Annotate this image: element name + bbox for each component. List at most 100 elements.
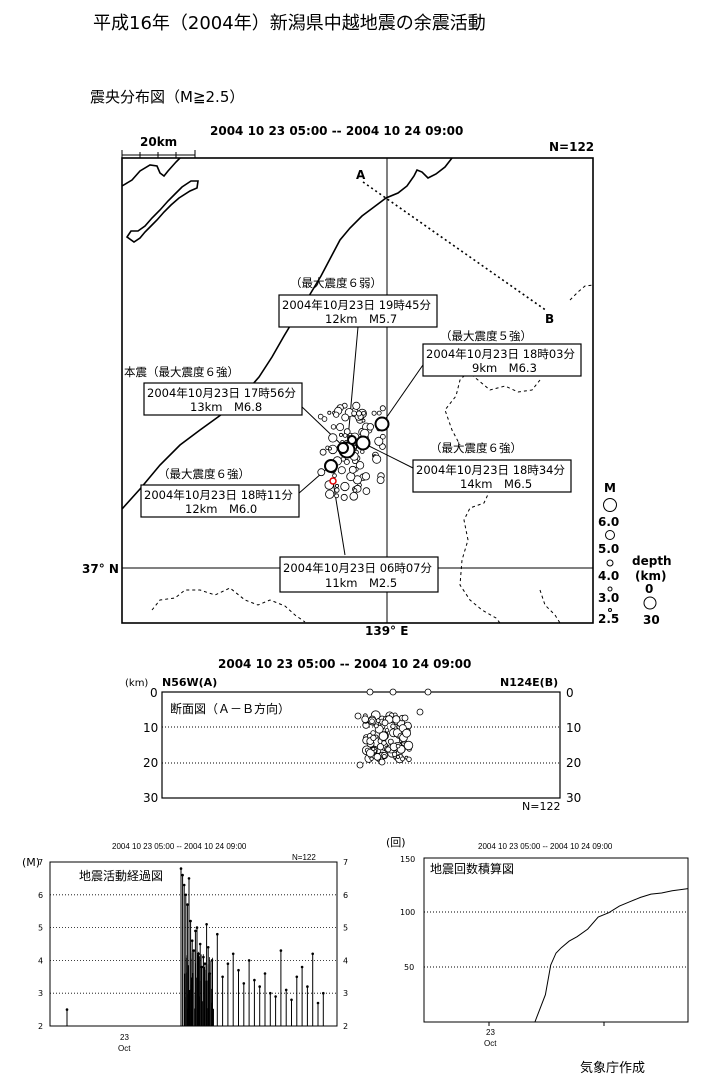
epicenter-point xyxy=(337,466,346,475)
major-epicenter xyxy=(355,435,371,451)
epicenter-point xyxy=(349,491,359,501)
epicenter-point xyxy=(340,493,348,501)
epicenter-point xyxy=(362,487,371,495)
svg-text:0: 0 xyxy=(150,686,158,700)
epicenter-point xyxy=(325,489,335,499)
hypocenter-point xyxy=(384,728,390,733)
mt-bar-tip xyxy=(306,985,309,988)
epicenter-point xyxy=(334,487,340,493)
point-a-label: A xyxy=(356,168,366,182)
epicenter-cluster xyxy=(317,401,390,501)
hypocenter-point xyxy=(381,719,389,727)
callout-m63: （最大震度５強） 2004年10月23日 18時03分 9km M6.3 xyxy=(422,329,582,377)
svg-text:6.0: 6.0 xyxy=(598,515,619,529)
major-epicenter xyxy=(337,442,349,454)
mt-bar-tip xyxy=(253,978,256,982)
mt-ytick-left: 4 xyxy=(38,956,43,965)
epicenter-point xyxy=(341,413,350,422)
epicenter-point xyxy=(348,465,357,474)
epicenter-point xyxy=(317,468,326,477)
svg-text:11km M2.5: 11km M2.5 xyxy=(325,576,397,590)
hypocenter-point xyxy=(370,734,377,742)
lat-label: 37° N xyxy=(82,562,119,576)
hypocenter-point xyxy=(354,712,362,720)
cum-unit: (回) xyxy=(386,836,406,849)
svg-text:30: 30 xyxy=(143,791,158,805)
svg-text:0: 0 xyxy=(566,686,574,700)
hypocenter-point xyxy=(390,723,396,729)
section-period: 2004 10 23 05:00 -- 2004 10 24 09:00 xyxy=(218,657,471,671)
mt-bar-tip xyxy=(198,942,202,946)
epicenter-point xyxy=(321,416,328,422)
map-count: N=122 xyxy=(549,140,594,154)
hypocenter-point xyxy=(373,753,382,761)
epicenter-point xyxy=(338,432,343,437)
mt-bar-tip xyxy=(189,919,192,923)
mt-bar-tip xyxy=(221,975,224,979)
epicenter-point xyxy=(319,448,327,456)
epicenter-point xyxy=(355,461,365,470)
mt-ytick-right: 4 xyxy=(343,956,348,965)
epicenter-point xyxy=(328,446,332,451)
mt-ytick-right: 7 xyxy=(343,858,348,867)
page-title: 平成16年（2004年）新潟県中越地震の余震活動 xyxy=(93,13,486,34)
major-epicenter xyxy=(347,435,357,445)
section-frame xyxy=(161,691,561,799)
mt-bar-tip xyxy=(216,932,219,936)
mt-bar-tip xyxy=(190,939,194,942)
mt-bar-tip xyxy=(205,923,208,926)
cum-yticks: 150 100 50 xyxy=(400,855,415,972)
mt-bar-tip xyxy=(258,985,262,988)
svg-text:（最大震度５強）: （最大震度５強） xyxy=(440,329,532,343)
epicenter-point xyxy=(379,405,386,412)
mt-bar-tip xyxy=(269,991,272,995)
epicenter-point xyxy=(372,454,382,464)
epicenter-point xyxy=(361,472,370,481)
scale-bar: 20km xyxy=(121,135,196,158)
mt-bar-tip xyxy=(231,952,235,956)
hypocenter-point xyxy=(395,754,400,759)
svg-text:12km M5.7: 12km M5.7 xyxy=(325,312,397,326)
callout-mainshock: 本震（最大震度６強） 2004年10月23日 17時56分 13km M6.8 xyxy=(124,365,303,416)
mt-ytick-left: 2 xyxy=(38,1022,43,1031)
mt-bar-tip xyxy=(187,877,191,880)
major-epicenter xyxy=(374,416,390,432)
epicenter-point xyxy=(333,411,340,418)
section-hypocenters xyxy=(354,688,432,769)
svg-text:2004年10月23日 19時45分: 2004年10月23日 19時45分 xyxy=(282,298,431,312)
epicenter-point xyxy=(376,476,385,485)
callout-m60: （最大震度６強） 2004年10月23日 18時11分 12km M6.0 xyxy=(140,467,300,518)
svg-text:M: M xyxy=(604,481,616,495)
mt-bar-tip xyxy=(194,929,197,933)
lon-label: 139° E xyxy=(365,624,408,638)
svg-text:20km: 20km xyxy=(140,135,177,149)
mt-ytick-right: 2 xyxy=(343,1022,348,1031)
magnitude-legend: M 6.0 5.0 4.0 3.0 2.5 xyxy=(598,481,619,626)
svg-text:5.0: 5.0 xyxy=(598,542,619,556)
svg-text:20: 20 xyxy=(143,756,158,770)
callout-m65: （最大震度６強） 2004年10月23日 18時34分 14km M6.5 xyxy=(412,441,572,493)
mt-bar-tip xyxy=(263,972,267,975)
svg-text:3.0: 3.0 xyxy=(598,591,619,605)
map-heading: 震央分布図（M≧2.5） xyxy=(90,88,245,106)
mt-bar-tip xyxy=(65,1008,69,1011)
mt-ytick-left: 3 xyxy=(38,989,43,998)
svg-text:（最大震度６強）: （最大震度６強） xyxy=(158,467,250,481)
svg-text:2004年10月23日 06時07分: 2004年10月23日 06時07分 xyxy=(283,561,432,575)
mt-bar-tip xyxy=(181,873,184,877)
svg-text:（最大震度６強）: （最大震度６強） xyxy=(430,441,522,455)
mt-unit: (M) xyxy=(22,856,40,869)
mt-bar-tip xyxy=(206,946,210,949)
hypocenter-point xyxy=(401,714,409,722)
hypocenter-point xyxy=(389,688,397,696)
point-b-label: B xyxy=(545,312,554,326)
hypocenter-point xyxy=(395,743,401,749)
mt-ytick-right: 5 xyxy=(343,924,348,933)
section-unit: (km) xyxy=(125,678,148,689)
hypocenter-point xyxy=(366,748,375,758)
mt-xtick: 23 xyxy=(120,1033,129,1042)
svg-text:depth: depth xyxy=(632,554,672,568)
svg-text:9km M6.3: 9km M6.3 xyxy=(472,361,537,375)
